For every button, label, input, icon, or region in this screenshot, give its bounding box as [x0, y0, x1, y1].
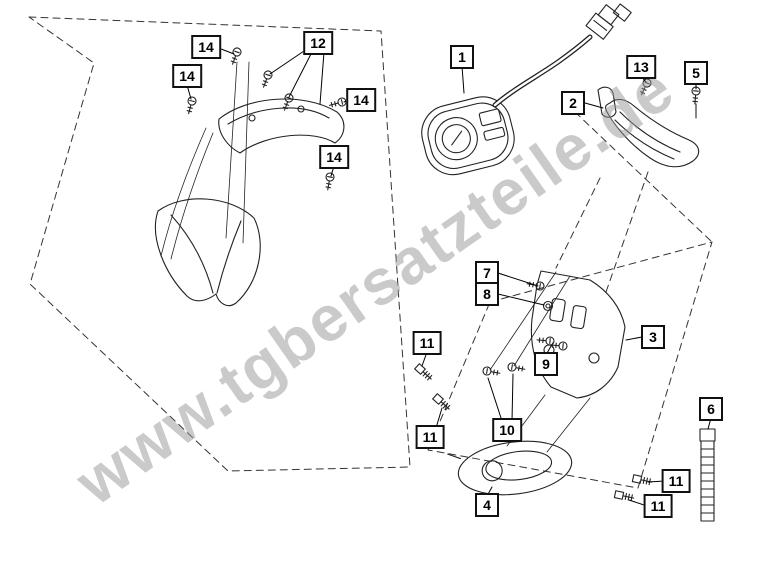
dashed-outline-left [28, 16, 411, 472]
stay-strip-drawing [699, 428, 716, 522]
front-cover-drawing [154, 198, 261, 307]
bolt-11-d [613, 490, 635, 503]
meter-housing-drawing [597, 86, 700, 168]
wire-connector-drawing [585, 3, 632, 40]
screw-14-c [327, 96, 348, 110]
screw-10-b [506, 361, 527, 374]
screw-9-b [549, 340, 568, 351]
dashed-outline-right [427, 111, 713, 489]
screw-14-a [228, 46, 243, 67]
screw-9-a [536, 335, 555, 346]
bolt-11-a [414, 363, 435, 383]
bolt-11-c [631, 474, 653, 487]
lower-cover-drawing [447, 440, 573, 496]
bolts-group [414, 363, 653, 503]
speedometer-drawing [421, 34, 593, 176]
screw-5 [690, 86, 701, 105]
screw-14-d [323, 171, 336, 192]
leader-lines [186, 46, 712, 507]
bracket-drawing [530, 270, 626, 399]
handlebar-cover-drawing [160, 98, 345, 260]
washer-drawing [542, 300, 554, 312]
screw-12-b [280, 92, 295, 113]
assembly-lines [225, 61, 591, 453]
screws-group [184, 46, 701, 378]
